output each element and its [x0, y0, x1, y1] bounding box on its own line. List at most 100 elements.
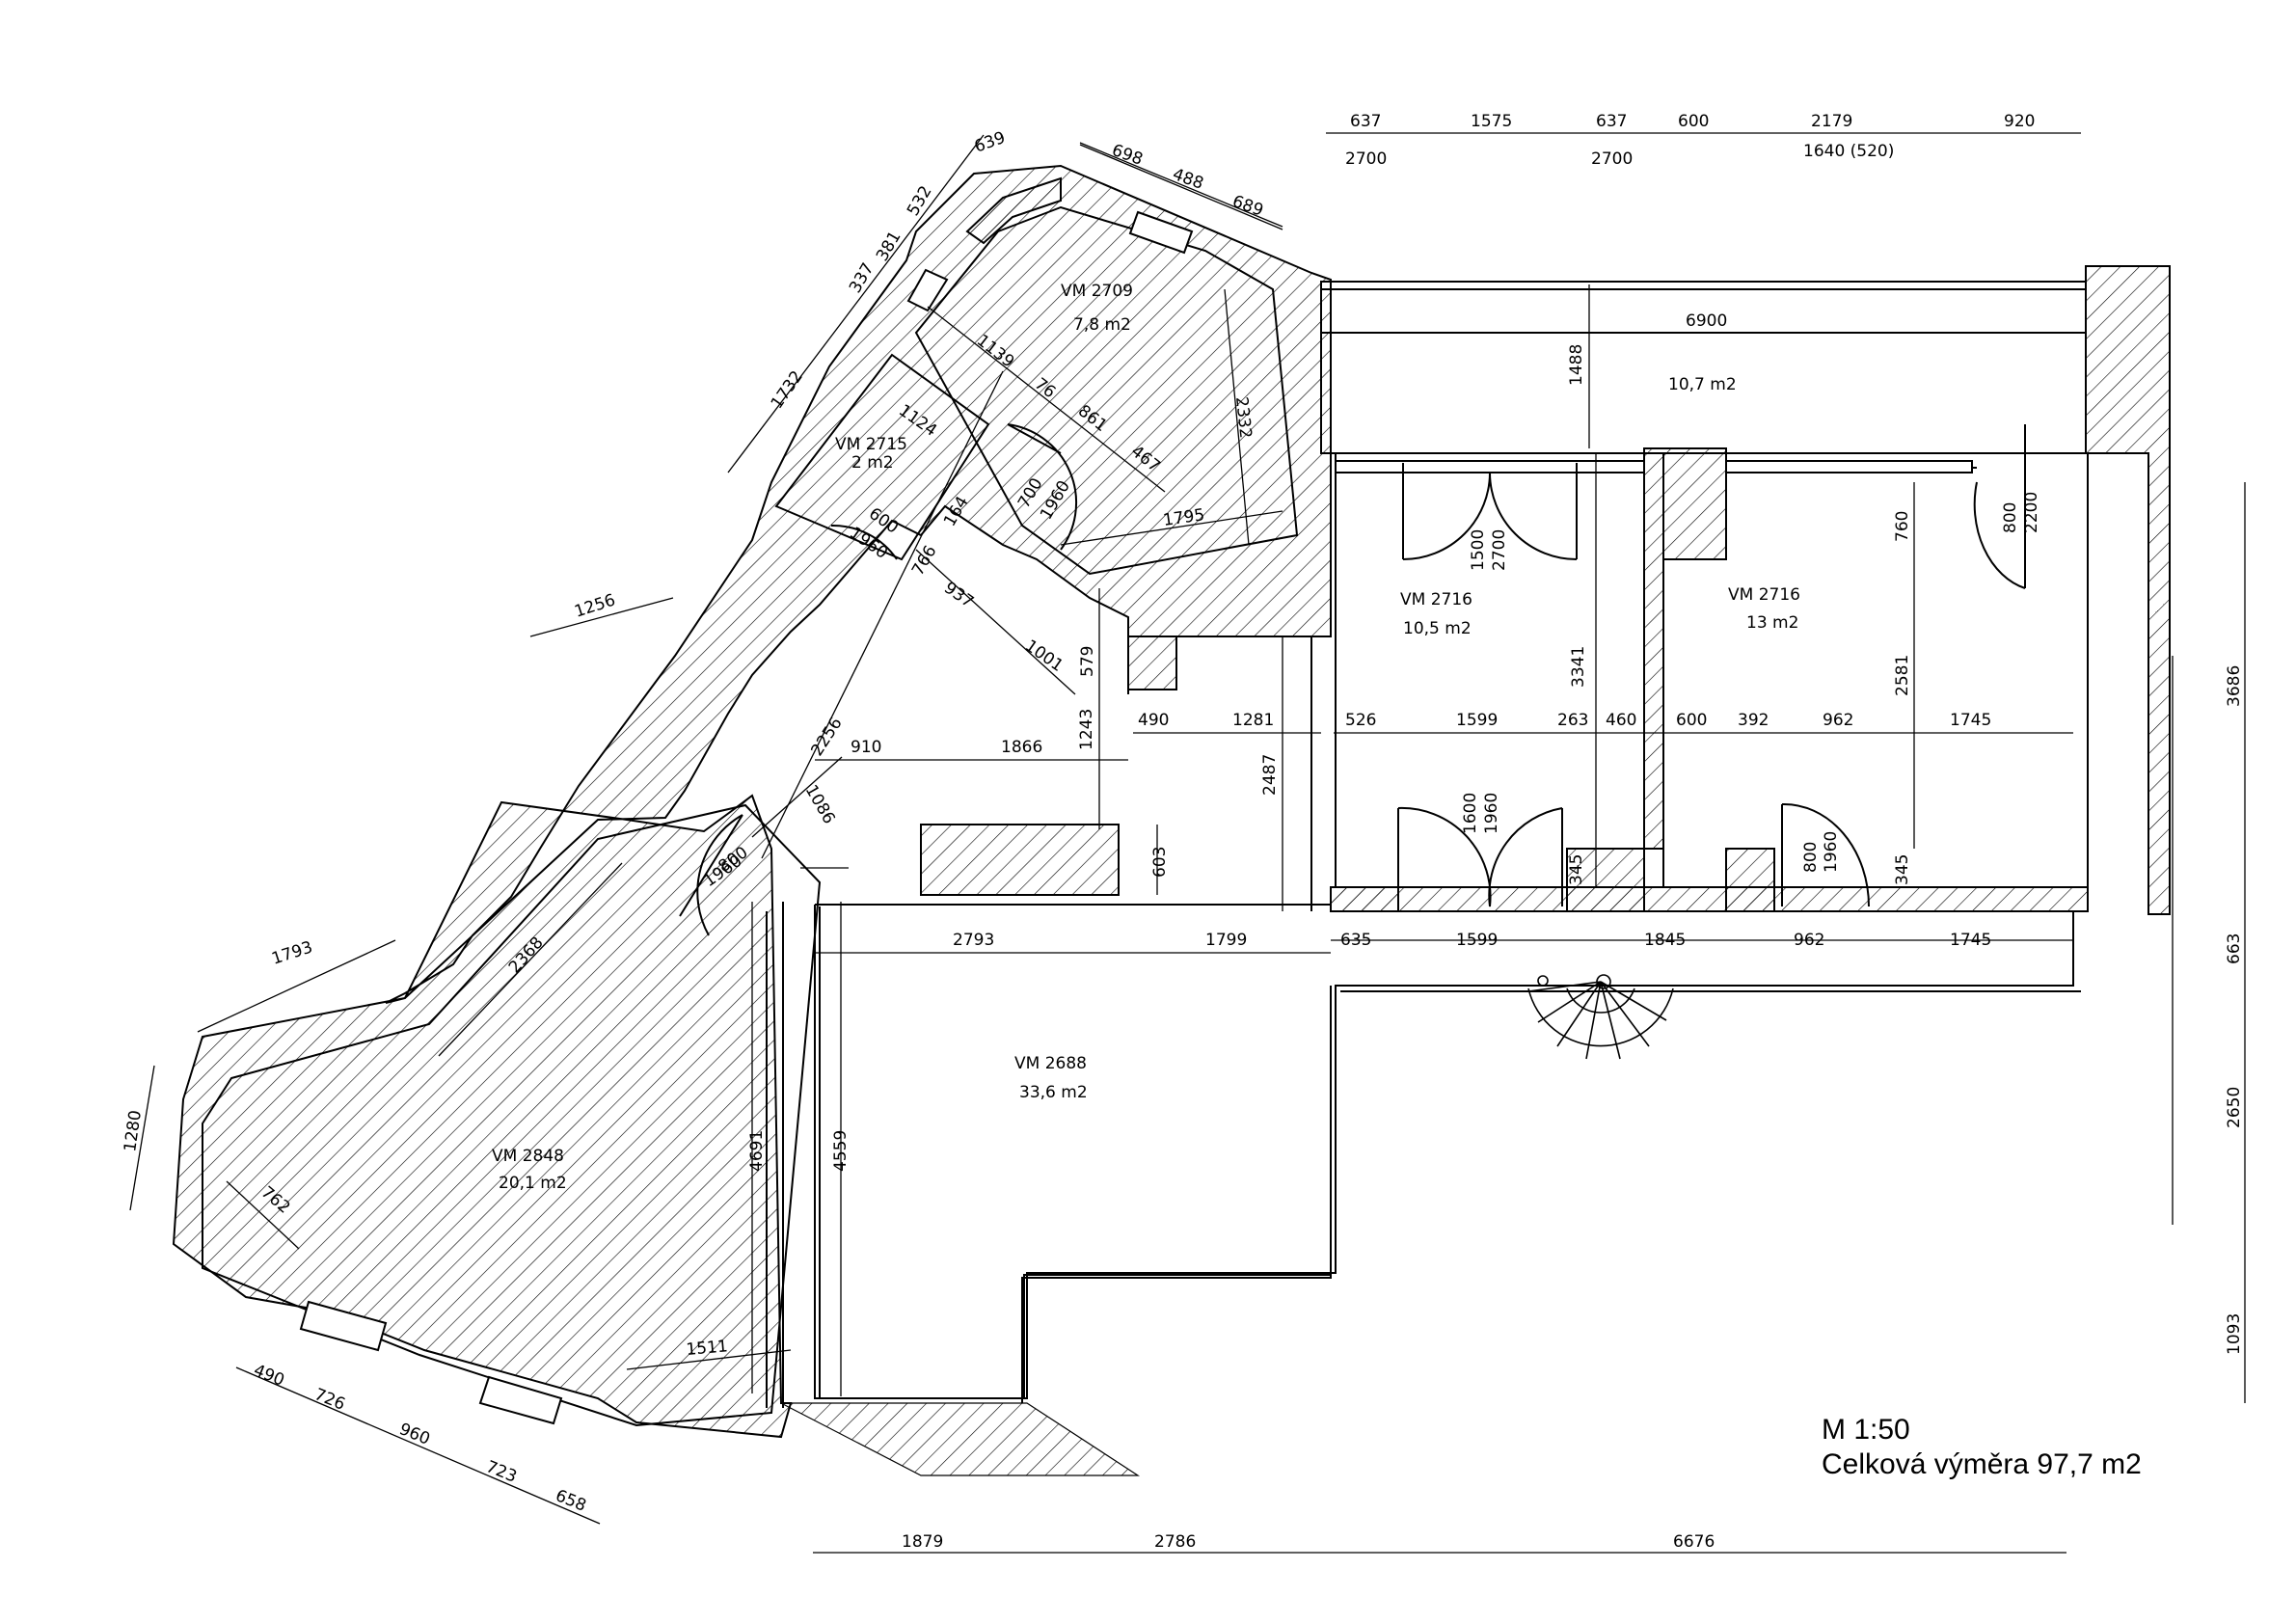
dim-label: 488 [1170, 165, 1205, 194]
dim-label: 962 [1794, 931, 1824, 950]
dim-label: 6900 [1686, 311, 1727, 331]
dim-label: 1281 [1232, 711, 1274, 730]
dim-label: 345 [1893, 854, 1912, 885]
dim-label: 689 [1229, 192, 1265, 221]
dim-label: 1093 [2225, 1313, 2244, 1355]
dim-label: 1256 [572, 590, 617, 621]
door-2715 [830, 524, 898, 560]
dim-label: 2650 [2225, 1087, 2244, 1128]
dim-label: 1086 [801, 782, 839, 827]
dimension-lines [129, 132, 2246, 1554]
room-area: 13 m2 [1746, 613, 1798, 633]
dim-label: 4691 [747, 1130, 767, 1172]
dim-label: 1280 [121, 1109, 146, 1153]
dim-label: 3341 [1569, 646, 1588, 688]
room-label: VM 2848 [492, 1147, 564, 1166]
dim-label: 766 [908, 542, 941, 579]
wall-upper-right-east [2085, 265, 2171, 915]
wall-block-603 [920, 824, 1120, 896]
dim-label: 1745 [1950, 931, 1991, 950]
total-area-label: Celková výměra 97,7 m2 [1822, 1448, 2142, 1480]
dim-label: 381 [873, 228, 905, 264]
spiral-stair [1527, 974, 1674, 1060]
dim-label: 4559 [831, 1130, 851, 1172]
room-outlines [202, 205, 1332, 1427]
dim-label: 1243 [1077, 709, 1096, 750]
room-10-7-outline [1320, 281, 2087, 454]
door-double-south [1397, 806, 1563, 907]
dim-label: 490 [251, 1361, 287, 1391]
window-2848-a [299, 1300, 388, 1352]
wall-pillar-mid [1643, 447, 1727, 850]
dim-label: 1866 [1001, 738, 1042, 757]
dim-label: 1960 [1822, 831, 1841, 873]
corridor-outline [814, 904, 2074, 1399]
room-area: 20,1 m2 [499, 1174, 567, 1193]
room-label: VM 2715 [835, 435, 907, 454]
dim-label: 526 [1345, 711, 1376, 730]
door-2716b-south [1781, 802, 1870, 907]
wall-east-bottom-left [1330, 886, 1399, 912]
dim-label: 637 [1596, 112, 1627, 131]
door-2716b-east [1973, 424, 2026, 589]
room-area: 7,8 m2 [1073, 315, 1131, 335]
doors [679, 423, 2026, 936]
dim-label: 490 [1138, 711, 1169, 730]
room-area: 33,6 m2 [1019, 1083, 1088, 1102]
dim-label: 920 [2004, 112, 2035, 131]
dim-label: 800 [1801, 842, 1821, 873]
dim-label: 1799 [1205, 931, 1247, 950]
dim-label: 2786 [1154, 1532, 1196, 1552]
dim-label: 3686 [2225, 665, 2244, 707]
dim-label: 723 [483, 1457, 520, 1487]
dim-label: 1599 [1456, 711, 1498, 730]
dim-label: 760 [1893, 511, 1912, 542]
room-2715-outline [774, 353, 990, 561]
dim-label: 1600 [1461, 793, 1480, 834]
dim-label: 910 [851, 738, 881, 757]
door-2848 [679, 814, 743, 936]
wall-stub-1 [1725, 848, 1775, 912]
dim-label: 637 [1350, 112, 1381, 131]
wall-se-tail [780, 1402, 1141, 1476]
dim-label: 800 [2001, 502, 2020, 533]
dim-label: 263 [1557, 711, 1588, 730]
dim-label: 663 [2225, 933, 2244, 964]
room-label: VM 2688 [1014, 1054, 1087, 1073]
dim-label: 2581 [1893, 655, 1912, 696]
room-2688-outline [819, 906, 1332, 1399]
dim-label: 2200 [2022, 492, 2041, 533]
dim-label: 960 [396, 1420, 433, 1449]
dim-label: 1640 (520) [1803, 142, 1894, 161]
room-area: 10,7 m2 [1668, 375, 1737, 394]
room-2848-outline [202, 803, 822, 1427]
dim-label: 1845 [1644, 931, 1686, 950]
wall-room-2709 [965, 176, 1062, 245]
dim-label: 698 [1109, 141, 1145, 170]
dim-label: 1575 [1471, 112, 1512, 131]
dim-label: 1745 [1950, 711, 1991, 730]
dim-label: 392 [1738, 711, 1769, 730]
dim-label: 460 [1606, 711, 1636, 730]
dim-label: 962 [1823, 711, 1853, 730]
dim-label: 1793 [269, 937, 314, 968]
dim-label: 345 [1567, 854, 1586, 885]
dim-label: 600 [1676, 711, 1707, 730]
dim-label: 1001 [1021, 636, 1067, 676]
room-area: 2 m2 [851, 453, 894, 473]
dim-label: 639 [972, 128, 1008, 157]
room-label: VM 2709 [1061, 282, 1133, 301]
dim-label: 658 [553, 1486, 589, 1516]
dim-label: 532 [904, 182, 936, 219]
dim-label: 1488 [1567, 344, 1586, 386]
dim-label: 1960 [1482, 793, 1501, 834]
dim-label: 337 [846, 259, 878, 296]
dim-label: 2332 [1231, 395, 1255, 439]
room-label: VM 2716 [1400, 590, 1472, 609]
room-area: 10,5 m2 [1403, 619, 1472, 638]
scale-label: M 1:50 [1822, 1414, 1910, 1446]
window-nw [906, 268, 949, 312]
window-north-1 [1335, 460, 1645, 473]
dim-label: 1500 [1469, 529, 1488, 571]
